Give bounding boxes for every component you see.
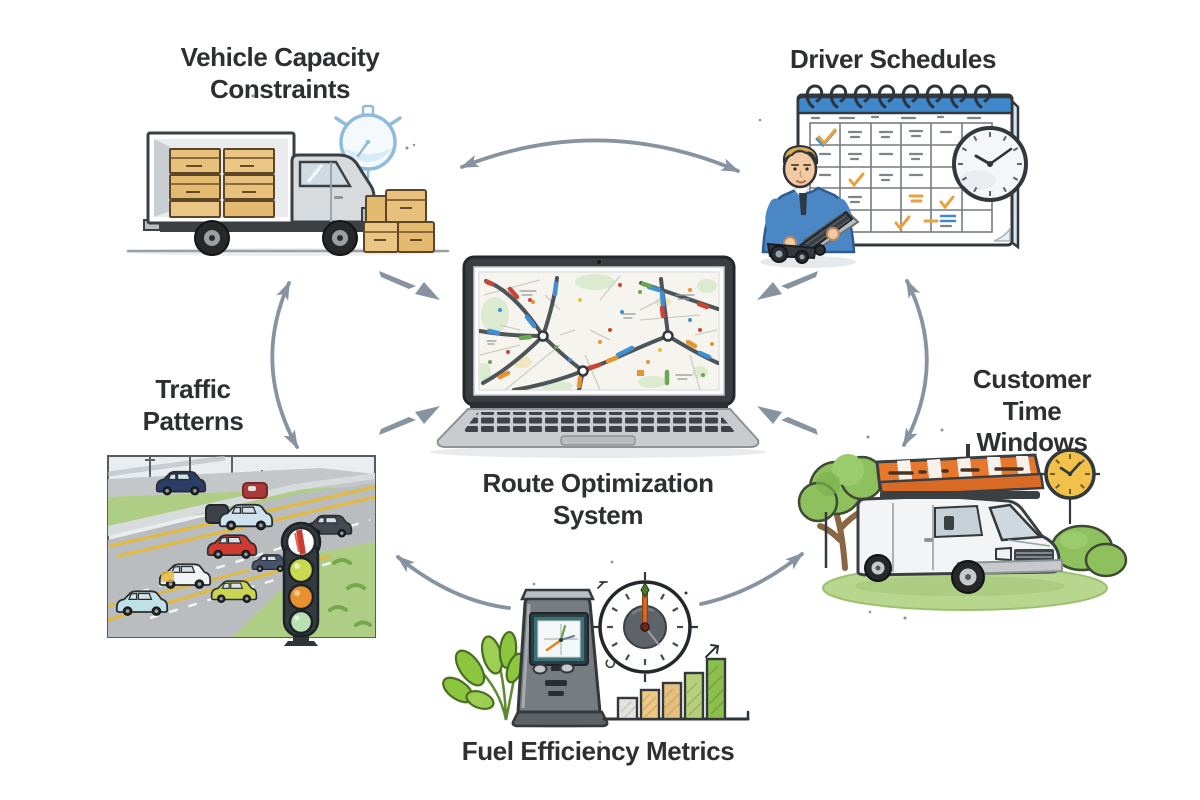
efficiency-bar-chart (602, 644, 750, 721)
zigzag-arrow-bottom-left-to-center (379, 406, 440, 435)
route-map (478, 271, 720, 391)
awning-sign-scribble (888, 467, 1024, 475)
driver-figure (760, 144, 860, 268)
customer-time-windows-illustration (797, 444, 1128, 611)
laptop (436, 255, 760, 448)
label-route-optimization-system: Route Optimization System (482, 468, 714, 530)
truck-wheels (194, 220, 358, 256)
cargo-boxes-inside (169, 148, 275, 218)
spiral-binding (805, 84, 992, 109)
zigzag-arrow-top-left-to-center (379, 271, 440, 300)
vehicle-capacity-illustration (125, 104, 450, 256)
bushes (1050, 524, 1128, 578)
label-customer-time-windows: Customer Time Windows (972, 364, 1092, 458)
arc-vehicle-to-traffic (270, 281, 299, 449)
traffic-patterns-illustration (107, 455, 376, 646)
arrow-fuel-to-customer (699, 552, 804, 606)
time-window-clock-icon (1040, 444, 1100, 524)
zigzag-arrow-top-right-to-center (757, 271, 818, 300)
traffic-photo (107, 455, 376, 638)
weight-scale-icon (334, 104, 402, 180)
connection-arrows (270, 138, 929, 610)
route-optimization-laptop-illustration (430, 255, 766, 458)
delivery-van (855, 491, 1065, 596)
fuel-efficiency-illustration (442, 572, 750, 728)
label-fuel-efficiency-metrics: Fuel Efficiency Metrics (461, 736, 735, 766)
arc-vehicle-to-driver (460, 138, 740, 173)
meter-screen (529, 612, 589, 666)
arrow-fuel-to-traffic (396, 555, 511, 610)
zigzag-arrow-bottom-right-to-center (757, 406, 818, 435)
traffic-light-icon (280, 521, 322, 646)
gauge-clock-icon (592, 572, 698, 682)
decorative-specks (251, 94, 944, 744)
cardboard-boxes-stack (363, 189, 435, 253)
laptop-keyboard (462, 412, 736, 433)
label-traffic-patterns: Traffic Patterns (142, 374, 244, 436)
storefront-awning (875, 444, 1045, 498)
driver-schedules-illustration (760, 84, 1028, 268)
cargo-truck (143, 131, 379, 256)
wall-clock-icon (952, 126, 1028, 202)
label-driver-schedules: Driver Schedules (789, 44, 997, 74)
fuel-meter-device (511, 588, 609, 728)
leaves (442, 630, 525, 721)
cab-window (298, 160, 353, 188)
arc-driver-to-customer (902, 279, 929, 447)
label-vehicle-capacity-constraints: Vehicle Capacity Constraints (180, 42, 380, 104)
